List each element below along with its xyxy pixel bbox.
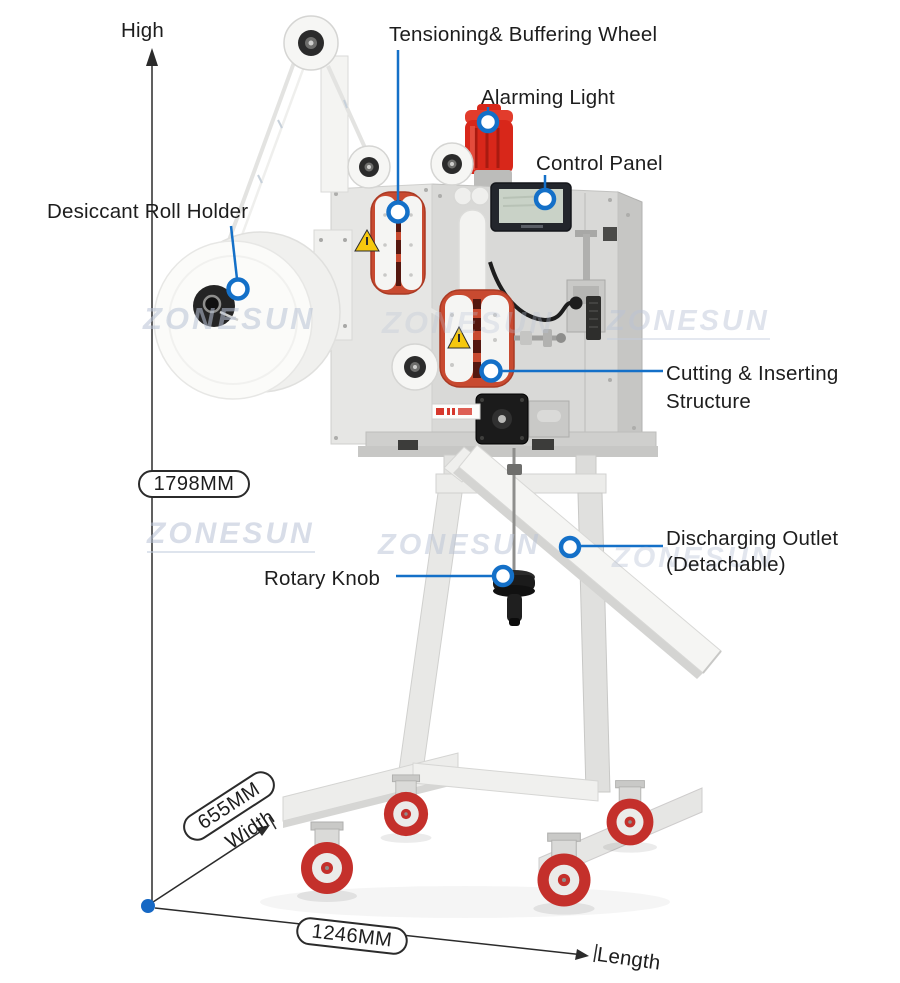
inserting-block bbox=[528, 400, 570, 438]
marker-discharging bbox=[558, 535, 582, 559]
tensioning-wheel-top bbox=[283, 15, 339, 71]
width-arrowhead bbox=[256, 825, 270, 836]
label-control-panel: Control Panel bbox=[536, 152, 663, 175]
cabinet-side-panel bbox=[617, 191, 643, 451]
small-roller bbox=[470, 186, 490, 206]
warning-triangle-upper bbox=[354, 228, 380, 252]
mount-bracket-left bbox=[398, 440, 418, 450]
label-tensioning-buffering-wheel: Tensioning& Buffering Wheel bbox=[389, 23, 658, 46]
leader-desiccant bbox=[229, 225, 239, 280]
door-latch bbox=[603, 227, 617, 241]
dimension-origin-dot bbox=[141, 899, 155, 913]
label-desiccant-roll-holder: Desiccant Roll Holder bbox=[47, 200, 249, 223]
width-dimension-line bbox=[149, 827, 267, 905]
label-alarming-light: Alarming Light bbox=[481, 86, 615, 109]
cable-connector bbox=[569, 296, 583, 310]
leader-lines bbox=[226, 50, 663, 588]
marker-alarming bbox=[476, 110, 500, 134]
dimension-height-badge: 1798MM bbox=[138, 470, 250, 498]
sensor-cable bbox=[488, 261, 575, 323]
marker-tensioning bbox=[386, 200, 410, 224]
label-discharging-outlet-line2: (Detachable) bbox=[666, 553, 786, 576]
control-panel-screen bbox=[490, 182, 572, 232]
warning-triangle-lower bbox=[447, 325, 471, 349]
height-arrowhead bbox=[146, 48, 158, 66]
stand-leg-left bbox=[395, 492, 463, 793]
stepper-motor bbox=[475, 393, 529, 445]
feed-roller-stack bbox=[458, 209, 487, 303]
red-label-strip bbox=[431, 403, 481, 420]
small-roller bbox=[453, 186, 473, 206]
label-rotary-knob: Rotary Knob bbox=[264, 567, 381, 590]
label-cutting-inserting-line1: Cutting & Inserting bbox=[666, 362, 839, 385]
buffering-wheel-right bbox=[430, 142, 474, 186]
label-cutting-inserting-line2: Structure bbox=[666, 390, 751, 413]
machine-base-lip bbox=[358, 446, 658, 457]
length-end-tick bbox=[593, 943, 598, 963]
marker-desiccant bbox=[226, 277, 250, 301]
length-arrowhead bbox=[575, 949, 589, 960]
lower-guide-wheel bbox=[391, 343, 439, 391]
mount-bracket-right bbox=[532, 439, 554, 450]
vent-label bbox=[586, 296, 601, 340]
base-crossbar bbox=[412, 762, 599, 802]
marker-cutting bbox=[479, 359, 503, 383]
marker-control bbox=[533, 187, 557, 211]
buffering-wheel-left bbox=[347, 145, 391, 189]
width-end-tick bbox=[268, 816, 277, 830]
marker-rotary bbox=[491, 564, 515, 588]
film-strip bbox=[226, 56, 450, 322]
label-discharging-outlet-line1: Discharging Outlet bbox=[666, 527, 839, 550]
axis-label-high: High bbox=[121, 19, 164, 42]
desiccant-roll bbox=[153, 231, 341, 400]
